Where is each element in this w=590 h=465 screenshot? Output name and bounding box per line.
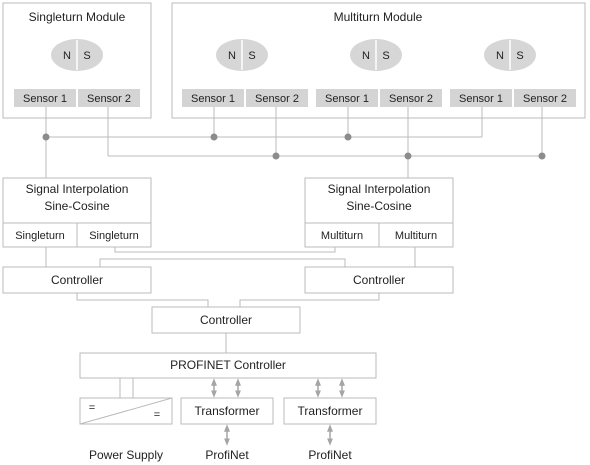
singleturn-sensor-1: Sensor 1 [14,89,76,107]
svg-text:Sensor 2: Sensor 2 [389,93,433,105]
interp-right-line1: Signal Interpolation [328,182,431,196]
multiturn-magnet-2: N S [350,39,402,71]
svg-text:Controller: Controller [200,313,252,327]
interp-left-cell2: Singleturn [89,230,139,242]
svg-text:Sensor 2: Sensor 2 [87,93,131,105]
signal-interpolation-left: Signal Interpolation Sine-Cosine Singlet… [2,177,152,248]
multiturn-sensor-1c: Sensor 1 [450,89,512,107]
signal-interpolation-right: Signal Interpolation Sine-Cosine Multitu… [304,177,454,248]
profinet-controller: PROFINET Controller [79,352,377,379]
magnet-south-label: S [83,50,90,62]
controller-main: Controller [151,306,301,334]
interp-left-cell1: Singleturn [15,230,65,242]
power-supply-label: Power Supply [89,448,163,462]
interp-controller-wiring [45,247,416,267]
transformer-right: Transformer [283,397,377,425]
singleturn-module-frame [2,2,152,119]
svg-text:PROFINET Controller: PROFINET Controller [170,358,286,372]
profinet-right-label: ProfiNet [308,448,352,462]
multiturn-sensor-1b: Sensor 1 [316,89,378,107]
magnet-north-label: N [496,50,504,62]
magnet-north-label: N [228,50,236,62]
interp-left-line1: Signal Interpolation [26,182,129,196]
singleturn-module-title: Singleturn Module [29,10,126,24]
interp-right-cell1: Multiturn [321,230,363,242]
magnet-north-label: N [63,50,71,62]
power-supply-eq-bottom: = [154,409,160,421]
controller-left: Controller [2,266,152,294]
power-supply-eq-top: = [89,402,95,414]
svg-text:Sensor 1: Sensor 1 [459,93,503,105]
svg-text:Sensor 1: Sensor 1 [23,93,67,105]
multiturn-sensor-2b: Sensor 2 [380,89,442,107]
sensor-bus-wiring [45,107,543,178]
svg-text:Sensor 1: Sensor 1 [325,93,369,105]
bidirectional-arrows [211,378,345,446]
svg-text:Transformer: Transformer [195,404,260,418]
svg-text:Transformer: Transformer [298,404,363,418]
multiturn-sensor-2c: Sensor 2 [514,89,576,107]
interp-right-line2: Sine-Cosine [346,199,412,213]
transformer-left: Transformer [180,397,274,425]
controller-merge-wiring [76,293,380,353]
svg-text:Sensor 1: Sensor 1 [191,93,235,105]
multiturn-magnet-3: N S [484,39,536,71]
profinet-left-label: ProfiNet [205,448,249,462]
multiturn-module-frame [171,2,586,119]
multiturn-magnet-1: N S [216,39,268,71]
multiturn-module-title: Multiturn Module [334,10,423,24]
singleturn-sensor-2: Sensor 2 [78,89,140,107]
svg-text:Sensor 2: Sensor 2 [255,93,299,105]
magnet-south-label: S [382,50,389,62]
svg-text:Sensor 2: Sensor 2 [523,93,567,105]
magnet-south-label: S [248,50,255,62]
magnet-south-label: S [516,50,523,62]
junction-dots [42,133,546,160]
svg-text:Controller: Controller [353,273,405,287]
magnet-north-label: N [362,50,370,62]
interp-right-cell2: Multiturn [395,230,437,242]
multiturn-sensor-2a: Sensor 2 [246,89,308,107]
svg-text:Controller: Controller [51,273,103,287]
singleturn-magnet: N S [51,39,103,71]
power-supply-wiring [119,378,134,398]
controller-right: Controller [304,266,454,294]
multiturn-sensor-1a: Sensor 1 [182,89,244,107]
power-supply: = = [79,397,173,425]
interp-left-line2: Sine-Cosine [44,199,110,213]
